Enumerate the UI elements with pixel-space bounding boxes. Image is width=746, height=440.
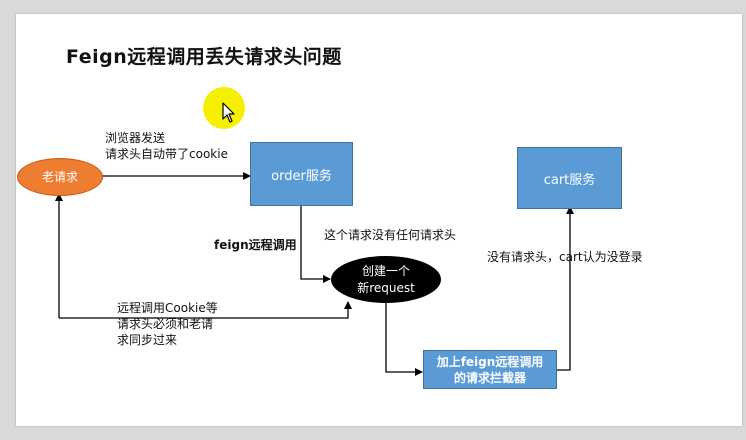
new-request-label-line1: 创建一个 — [361, 263, 410, 278]
order-service-box: order服务 — [250, 142, 353, 206]
arrow-interceptor-to-cart — [555, 206, 574, 371]
mouse-cursor-icon — [222, 102, 235, 123]
browser-note: 浏览器发送 请求头自动带了cookie — [105, 130, 228, 162]
browser-note-line2: 请求头自动带了cookie — [105, 147, 228, 161]
sync-headers-note: 远程调用Cookie等 请求头必须和老请 求同步过来 — [117, 300, 218, 348]
sync-note-line2: 请求头必须和老请 — [117, 317, 214, 331]
old-request-node: 老请求 — [17, 158, 103, 196]
interceptor-label-line2: 的请求拦截器 — [453, 370, 526, 385]
slide — [16, 14, 742, 426]
browser-note-line1: 浏览器发送 — [105, 131, 166, 145]
interceptor-label-line1: 加上feign远程调用 — [436, 354, 544, 369]
arrow-sync-to-new — [59, 301, 352, 319]
sync-note-line1: 远程调用Cookie等 — [117, 301, 218, 315]
arrow-new-to-interceptor — [385, 300, 423, 376]
old-request-label: 老请求 — [41, 169, 78, 184]
interceptor-box: 加上feign远程调用 的请求拦截器 — [423, 350, 557, 389]
cart-service-label: cart服务 — [543, 172, 596, 188]
cart-service-box: cart服务 — [517, 147, 622, 209]
feign-call-label: feign远程调用 — [214, 238, 297, 252]
slide-title: Feign远程调用丢失请求头问题 — [66, 46, 342, 68]
cart-not-logged-note: 没有请求头，cart认为没登录 — [487, 250, 643, 264]
new-request-label-line2: 新request — [357, 280, 415, 295]
no-headers-note: 这个请求没有任何请求头 — [324, 228, 457, 242]
sync-note-line3: 求同步过来 — [117, 333, 178, 347]
new-request-node: 创建一个 新request — [331, 256, 441, 303]
arrow-order-to-new — [300, 205, 331, 283]
order-service-label: order服务 — [271, 168, 332, 184]
